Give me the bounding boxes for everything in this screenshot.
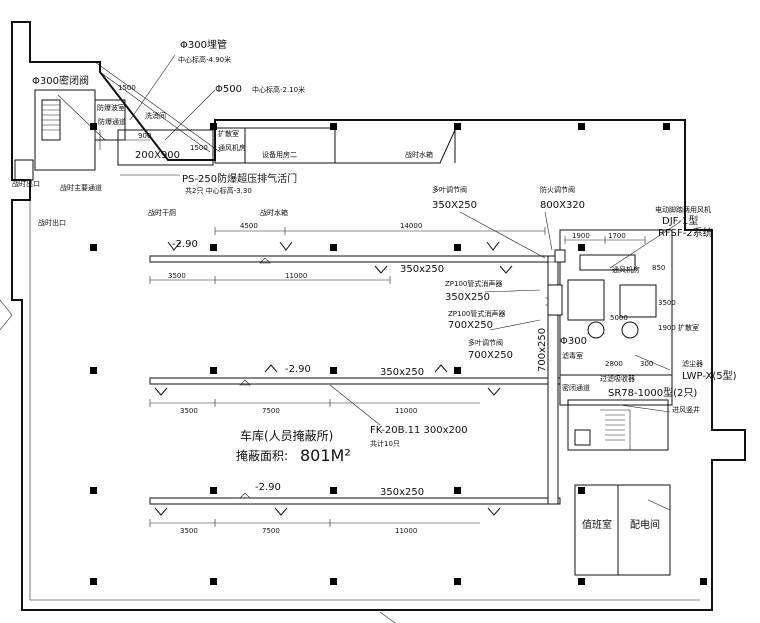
label-area: 掩蔽面积: — [236, 449, 288, 463]
label-pipe-300: Φ300埋管 — [180, 38, 227, 51]
label-filter-room: 滤毒室 — [562, 351, 583, 360]
label-fire-damper: 防火调节阀 — [540, 185, 575, 194]
label-shelter-area: 设备用房二 — [262, 150, 297, 159]
label-dim-3500a: 3500 — [168, 272, 186, 280]
label-fan-model2: RFSF-2系统 — [658, 226, 713, 239]
label-filter: 过滤吸收器 — [600, 374, 635, 383]
label-pipe-500-elev: 中心标高-2.10米 — [252, 85, 305, 94]
label-dim-3500c: 3500 — [180, 407, 198, 415]
label-vent-well: 进风竖井 — [672, 405, 700, 414]
label-left-small: 战时出口 — [12, 179, 40, 188]
label-ps250-sub: 共2只 中心标高-3.30 — [185, 186, 252, 195]
label-fk-sub: 共计10只 — [370, 439, 400, 448]
label-ventilation-room: 通风机房 — [218, 143, 246, 152]
label-multi-damper2: 多叶调节阀 — [468, 338, 503, 347]
label-elev-b: -2.90 — [285, 364, 311, 375]
label-dim-7500a: 7500 — [262, 407, 280, 415]
label-dim-11000c: 11000 — [395, 527, 417, 535]
label-pipe-300-elev: 中心标高-4.90米 — [178, 55, 231, 64]
label-fire-pool: 战时水箱 — [405, 150, 433, 159]
label-zp100a: ZP100管式消声器 — [445, 279, 502, 288]
label-expansion2: 扩散室 — [678, 323, 699, 332]
label-dim-7500b: 7500 — [262, 527, 280, 535]
label-phi300: Φ300 — [560, 336, 587, 347]
annotations: Φ300埋管 中心标高-4.90米 Φ300密闭阀 Φ500 中心标高-2.10… — [12, 38, 737, 535]
label-multi-damper2-size: 700X250 — [468, 350, 513, 361]
label-zp100a-size: 350X250 — [445, 292, 490, 303]
label-dim-4500: 4500 — [240, 222, 258, 230]
label-pipe-500: Φ500 — [215, 84, 242, 95]
label-decontam: 洗消间 — [145, 111, 166, 120]
label-channel: 密闭通道 — [562, 383, 590, 392]
label-pipe-300-vent: Φ300密闭阀 — [32, 74, 89, 87]
label-duct-700: 700x250 — [537, 328, 548, 372]
label-power-room: 配电间 — [630, 518, 660, 531]
label-fan: 电动脚踏两用风机 — [655, 205, 711, 214]
label-dim-11000b: 11000 — [395, 407, 417, 415]
label-duct-a: 350x250 — [400, 264, 444, 275]
label-dim-1700: 1700 — [608, 232, 626, 240]
label-fan-room: 通风机房 — [612, 265, 640, 274]
label-station: 战时水箱 — [260, 208, 288, 217]
label-200x900: 200X900 — [135, 150, 180, 161]
label-lwp: LWP-X(5型) — [682, 369, 737, 382]
label-zp100b-size: 700X250 — [448, 320, 493, 331]
label-blast-channel: 防爆通道 — [98, 117, 126, 126]
label-dim-900: 900 — [138, 132, 151, 140]
label-zp100b: ZP100管式消声器 — [448, 309, 505, 318]
label-main-entrance: 战时主要通道 — [60, 183, 102, 192]
dimension-lines — [99, 130, 646, 527]
label-ps250: PS-250防爆超压排气活门 — [182, 172, 297, 185]
label-elev-c: -2.90 — [255, 482, 281, 493]
ducts — [149, 241, 566, 516]
label-fire-damper-size: 800X320 — [540, 200, 585, 211]
label-fan-model1: DJF-1型 — [662, 214, 698, 227]
label-expansion: 扩散室 — [218, 129, 239, 138]
label-dim-3500b: 3500 — [658, 299, 676, 307]
label-elev-a: -2.90 — [172, 239, 198, 250]
label-area-value: 801M² — [300, 446, 351, 465]
label-multi-damper1: 多叶调节阀 — [432, 185, 467, 194]
label-dim-1900b: 1900 — [658, 324, 676, 332]
outer-walls — [0, 21, 746, 623]
label-dim-3500d: 3500 — [180, 527, 198, 535]
label-dim-14000: 14000 — [400, 222, 422, 230]
label-pressure: 滤尘器 — [682, 359, 703, 368]
label-duty-room: 值班室 — [582, 518, 612, 531]
label-dim-5000: 5000 — [610, 314, 628, 322]
label-duct-c: 350x250 — [380, 487, 424, 498]
label-dim-850: 850 — [652, 264, 665, 272]
label-dim-300: 300 — [640, 360, 653, 368]
leader-lines — [57, 54, 681, 499]
label-fk: FK-20B.11 300x200 — [370, 425, 468, 436]
label-sr78: SR78-1000型(2只) — [608, 386, 697, 399]
label-wartime-room: 战时干厕 — [148, 208, 176, 217]
label-multi-damper1-size: 350X250 — [432, 200, 477, 211]
columns — [90, 123, 707, 585]
label-garage: 车库(人员掩蔽所) — [240, 428, 333, 443]
label-dim-2800: 2800 — [605, 360, 623, 368]
label-dim-1900: 1900 — [572, 232, 590, 240]
label-emergency-exit: 战时出口 — [38, 218, 66, 227]
label-dim-1500b: 1500 — [190, 144, 208, 152]
label-blast-room: 防爆波室 — [97, 103, 125, 112]
label-duct-b: 350x250 — [380, 367, 424, 378]
label-dim-1500a: 1500 — [118, 84, 136, 92]
label-dim-11000a: 11000 — [285, 272, 307, 280]
